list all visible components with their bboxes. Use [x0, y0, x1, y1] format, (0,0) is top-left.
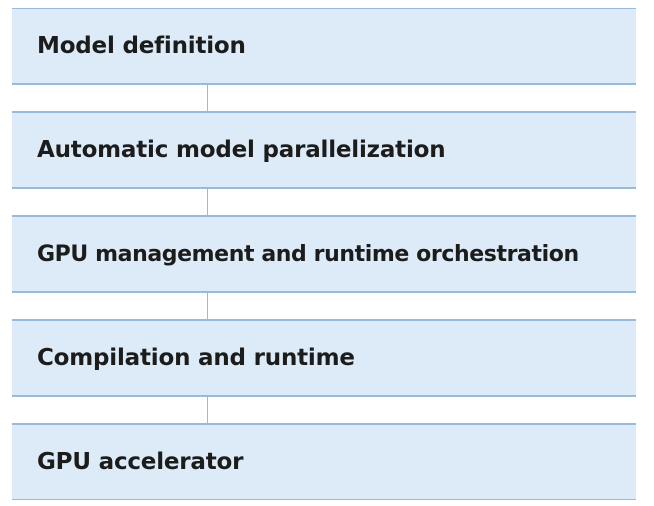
- layer-label: Compilation and runtime: [37, 345, 355, 371]
- connector-line: [207, 397, 208, 423]
- connector: [12, 396, 636, 424]
- layer-compilation-and-runtime: Compilation and runtime: [12, 320, 636, 396]
- connector: [12, 84, 636, 112]
- connector: [12, 292, 636, 320]
- layer-label: GPU management and runtime orchestration: [37, 241, 579, 267]
- layer-label: Model definition: [37, 33, 246, 59]
- layer-label: GPU accelerator: [37, 449, 244, 475]
- connector-line: [207, 85, 208, 111]
- connector-line: [207, 189, 208, 215]
- layer-automatic-model-parallelization: Automatic model parallelization: [12, 112, 636, 188]
- layer-model-definition: Model definition: [12, 8, 636, 84]
- layer-label: Automatic model parallelization: [37, 137, 446, 163]
- connector-line: [207, 293, 208, 319]
- layer-gpu-management-runtime-orchestration: GPU management and runtime orchestration: [12, 216, 636, 292]
- connector: [12, 188, 636, 216]
- layer-gpu-accelerator: GPU accelerator: [12, 424, 636, 500]
